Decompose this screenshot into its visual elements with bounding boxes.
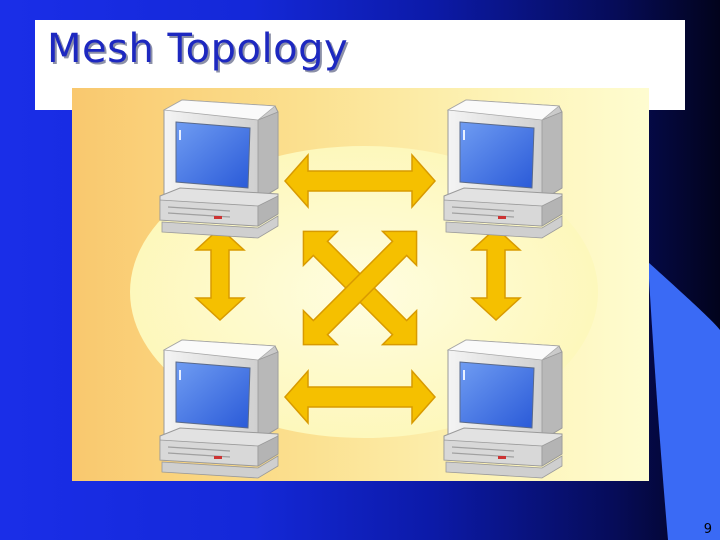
computer-top-right-icon — [443, 99, 563, 239]
slide-number: 9 — [703, 522, 712, 537]
mesh-diagram-panel — [72, 88, 649, 481]
computer-top-left-icon — [159, 99, 279, 239]
computer-bottom-right-icon — [443, 339, 563, 479]
mesh-diagram — [130, 99, 598, 479]
computer-bottom-left-icon — [159, 339, 279, 479]
slide-title: Mesh Topology — [47, 26, 349, 72]
